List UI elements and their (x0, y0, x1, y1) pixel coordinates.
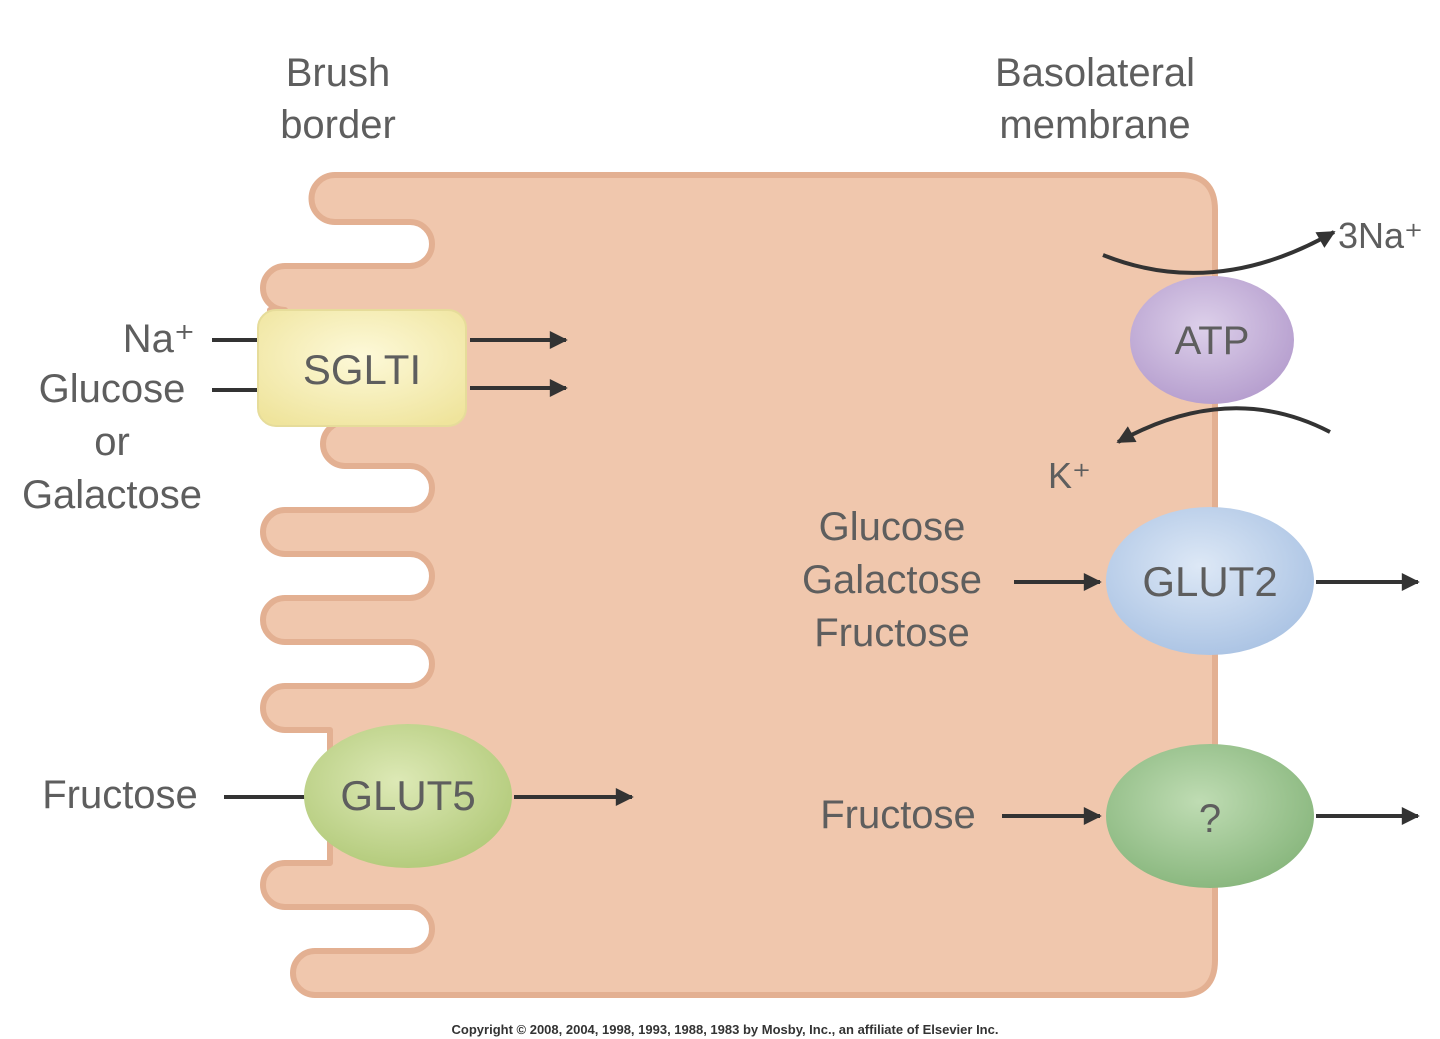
glut5-label: GLUT5 (340, 772, 475, 819)
glut2-substrate-fructose: Fructose (814, 611, 970, 655)
or-label: or (94, 420, 130, 464)
na-efflux-arrow (1102, 230, 1336, 275)
glut2-substrate-galactose: Galactose (802, 558, 982, 602)
fructose-out-label: Fructose (820, 793, 976, 837)
brush-border-heading-line2: border (280, 103, 396, 147)
unknown-transporter-label: ? (1199, 797, 1221, 841)
fructose-input-label: Fructose (42, 773, 198, 817)
enterocyte-cell-body (260, 172, 1218, 998)
k-influx-arrow (1116, 406, 1331, 444)
sglt1-transporter (257, 309, 467, 427)
na-input-label: Na⁺ (123, 317, 195, 361)
na-out-label: 3Na⁺ (1338, 215, 1423, 256)
glut2-transporter (1106, 507, 1314, 655)
basolateral-heading-line2: membrane (999, 103, 1190, 147)
glut2-substrate-glucose: Glucose (819, 505, 966, 549)
basolateral-heading-line1: Basolateral (995, 51, 1195, 95)
brush-border-heading-line1: Brush (286, 51, 391, 95)
copyright-notice: Copyright © 2008, 2004, 1998, 1993, 1988… (452, 1022, 999, 1037)
galactose-input-label: Galactose (22, 473, 202, 517)
atp-pump (1130, 276, 1294, 404)
glucose-input-label: Glucose (39, 367, 186, 411)
atp-label: ATP (1175, 319, 1250, 363)
sglt1-label: SGLTI (303, 346, 421, 393)
glut5-transporter (304, 724, 512, 868)
glut2-label: GLUT2 (1142, 558, 1277, 605)
unknown-transporter (1106, 744, 1314, 888)
k-in-label: K⁺ (1048, 455, 1091, 496)
